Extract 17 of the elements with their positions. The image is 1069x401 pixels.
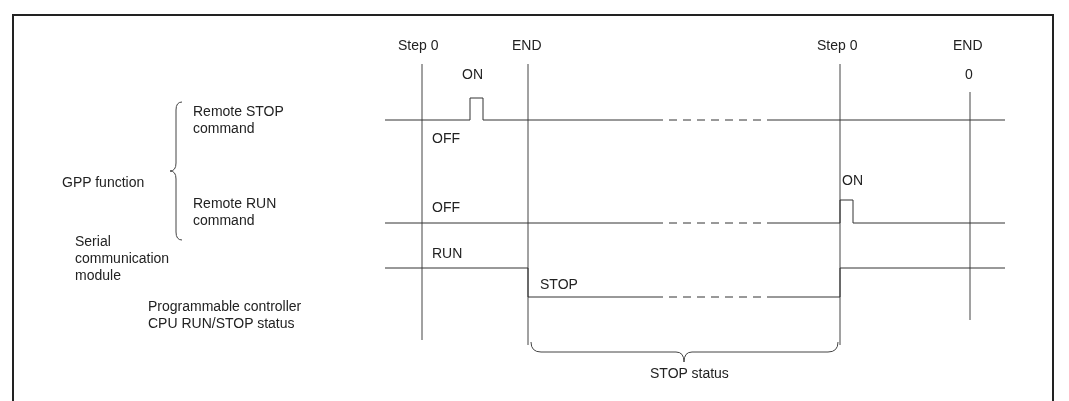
signal-label: RUN bbox=[432, 245, 463, 262]
step-label: END bbox=[953, 37, 983, 54]
signal-label: ON bbox=[462, 66, 483, 83]
signal-label: ON bbox=[842, 172, 863, 189]
signal-label: GPP function bbox=[62, 174, 145, 191]
signal-label: Serial communication module bbox=[75, 233, 171, 284]
step-label: Step 0 bbox=[817, 37, 858, 54]
signal-label: OFF bbox=[432, 199, 460, 216]
bracket-label: STOP status bbox=[650, 365, 729, 382]
signal-label: STOP bbox=[540, 276, 578, 293]
signal-label: Remote RUN command bbox=[193, 195, 278, 229]
step-label: END bbox=[512, 37, 542, 54]
signal-label: Programmable controller CPU RUN/STOP status bbox=[148, 298, 303, 332]
step-label: Step 0 bbox=[398, 37, 439, 54]
signal-label: Remote STOP command bbox=[193, 103, 285, 137]
signal-label: OFF bbox=[432, 130, 460, 147]
step-label: 0 bbox=[965, 66, 973, 83]
